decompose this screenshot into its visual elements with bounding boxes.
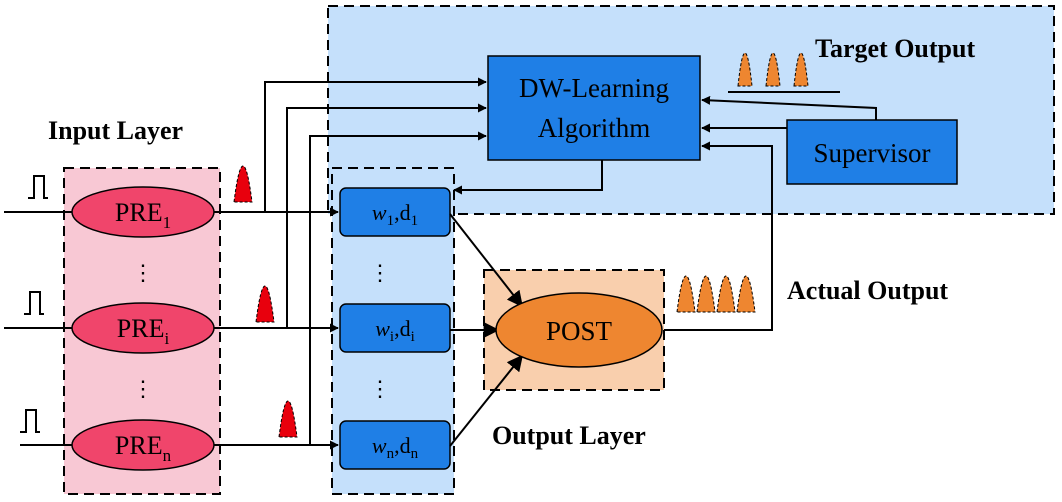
svg-text:PREi: PREi — [117, 314, 170, 348]
svg-text:PRE1: PRE1 — [115, 198, 171, 232]
synapse-i: wi,di — [339, 303, 451, 353]
input-layer-label: Input Layer — [48, 116, 183, 145]
target-output-spikes — [728, 52, 840, 93]
syn-n-w: w — [372, 433, 387, 458]
pre-neuron-i: PREi — [71, 302, 215, 354]
input-lines — [4, 211, 72, 446]
input-spike-n — [278, 400, 298, 438]
synapse-ellipsis-1: ⋮ — [369, 260, 391, 285]
svg-text:wn,dn: wn,dn — [372, 433, 419, 462]
synapse-1: w1,d1 — [339, 187, 451, 237]
algorithm-line1: DW-Learning — [519, 73, 669, 103]
synapse-n: wn,dn — [339, 420, 451, 470]
pulse-icon-n — [20, 409, 40, 433]
output-layer-label: Output Layer — [492, 421, 646, 450]
supervisor-label: Supervisor — [814, 138, 931, 168]
pre-neuron-n: PREn — [71, 419, 215, 471]
pulse-icon-1 — [28, 175, 48, 199]
supervisor-box: Supervisor — [786, 119, 958, 185]
syn-1-dsub: 1 — [411, 213, 419, 229]
input-ellipsis-2: ⋮ — [132, 376, 154, 401]
syn-i-d: d — [400, 316, 411, 341]
actual-output-spikes — [676, 275, 756, 313]
syn-1-d: d — [400, 200, 411, 225]
syn-i-wsub: i — [390, 329, 394, 345]
actual-output-label: Actual Output — [787, 276, 948, 305]
input-ellipsis-1: ⋮ — [132, 260, 154, 285]
post-neuron: POST — [495, 292, 663, 368]
pre-i-base: PRE — [117, 314, 165, 343]
syn-n-dsub: n — [411, 446, 419, 462]
post-label: POST — [546, 316, 613, 346]
prei-to-algorithm-wire — [286, 103, 487, 328]
dw-learning-algorithm-box: DW-Learning Algorithm — [487, 55, 701, 161]
syn-n-d: d — [400, 433, 411, 458]
algorithm-line2: Algorithm — [538, 113, 651, 143]
syn-i-w: w — [375, 316, 390, 341]
svg-text:PREn: PREn — [115, 431, 172, 465]
target-to-algorithm-arrow — [701, 95, 877, 120]
algorithm-to-synapse-arrow — [453, 160, 603, 195]
input-spike-1 — [233, 165, 253, 203]
pre-n-sub: n — [163, 446, 172, 465]
pre-i-sub: i — [164, 329, 169, 348]
syn-1-wsub: 1 — [387, 213, 395, 229]
target-output-label: Target Output — [815, 34, 975, 63]
pre-neuron-1: PRE1 — [71, 186, 215, 238]
input-spike-i — [255, 285, 275, 323]
syn-n-wsub: n — [387, 446, 395, 462]
syn-1-w: w — [372, 200, 387, 225]
svg-text:wi,di: wi,di — [375, 316, 415, 345]
pre-1-base: PRE — [115, 198, 163, 227]
pre1-to-algorithm-wire — [264, 77, 487, 212]
synapsen-to-post-arrow — [449, 354, 523, 447]
synapse1-to-post-arrow — [449, 213, 523, 308]
syn-i-dsub: i — [411, 329, 415, 345]
pulse-icon-i — [24, 291, 44, 315]
pre-n-base: PRE — [115, 431, 163, 460]
pre-1-sub: 1 — [163, 213, 172, 232]
pren-to-algorithm-wire — [309, 131, 487, 445]
synapse-ellipsis-2: ⋮ — [369, 376, 391, 401]
actual-output-feedback-arrow — [664, 141, 773, 331]
svg-text:w1,d1: w1,d1 — [372, 200, 418, 229]
